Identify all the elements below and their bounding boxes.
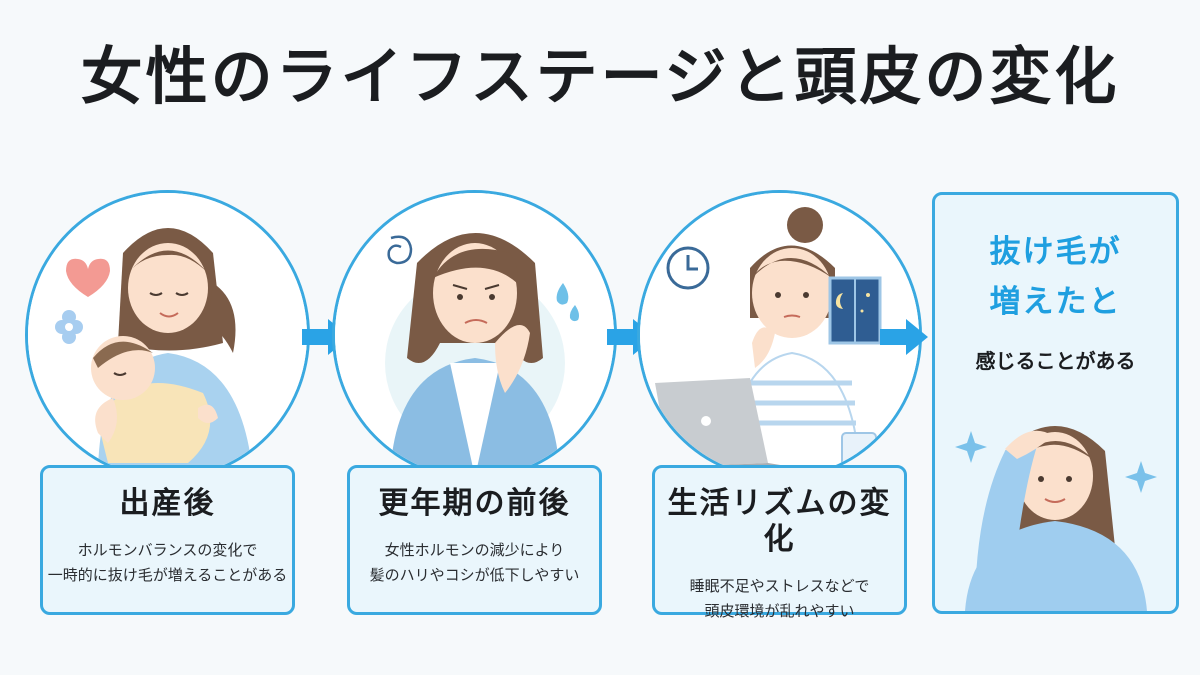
stage-illustration-circle <box>332 190 617 480</box>
stage-description: ホルモンバランスの変化で 一時的に抜け毛が増えることがある <box>43 538 292 588</box>
page-title: 女性のライフステージと頭皮の変化 <box>80 40 1120 113</box>
stage-title: 生活リズムの変化 <box>667 486 892 557</box>
conclusion-line-2: 増えたと <box>989 284 1122 320</box>
stage-title: 出産後 <box>119 486 216 521</box>
conclusion-line-1: 抜け毛が <box>989 234 1122 270</box>
desc-line: ホルモンバランスの変化で <box>77 541 258 559</box>
stage-title: 更年期の前後 <box>378 486 571 521</box>
desc-line: 一時的に抜け毛が増えることがある <box>47 565 288 584</box>
stage-lifestyle: 生活リズムの変化 睡眠不足やストレスなどで 頭皮環境が乱れやすい <box>637 175 922 620</box>
stage-menopause: 更年期の前後 女性ホルモンの減少により 髪のハリやコシが低下しやすい <box>332 175 617 615</box>
conclusion-card: 抜け毛が 増えたと 感じることがある <box>932 192 1179 614</box>
stage-illustration-circle <box>637 190 922 480</box>
woman-touching-hair-illustration <box>965 426 1147 611</box>
arrow-right-icon <box>880 319 928 355</box>
stage-description: 睡眠不足やストレスなどで 頭皮環境が乱れやすい <box>655 574 904 624</box>
woman-laptop-illustration <box>640 193 919 477</box>
stage-card: 出産後 ホルモンバランスの変化で 一時的に抜け毛が増えることがある <box>40 465 295 615</box>
desc-line: 頭皮環境が乱れやすい <box>704 601 855 620</box>
conclusion-line-3: 感じることがある <box>975 349 1136 373</box>
stage-description: 女性ホルモンの減少により 髪のハリやコシが低下しやすい <box>350 538 599 588</box>
worried-woman-illustration <box>335 193 614 477</box>
stage-card: 更年期の前後 女性ホルモンの減少により 髪のハリやコシが低下しやすい <box>347 465 602 615</box>
stage-illustration-circle <box>25 190 310 480</box>
desc-line: 睡眠不足やストレスなどで <box>689 577 870 595</box>
mother-baby-illustration <box>28 193 307 477</box>
stage-card: 生活リズムの変化 睡眠不足やストレスなどで 頭皮環境が乱れやすい <box>652 465 907 620</box>
desc-line: 女性ホルモンの減少により <box>384 541 565 559</box>
stage-postpartum: 出産後 ホルモンバランスの変化で 一時的に抜け毛が増えることがある <box>25 175 310 615</box>
desc-line: 髪のハリやコシが低下しやすい <box>369 565 580 584</box>
